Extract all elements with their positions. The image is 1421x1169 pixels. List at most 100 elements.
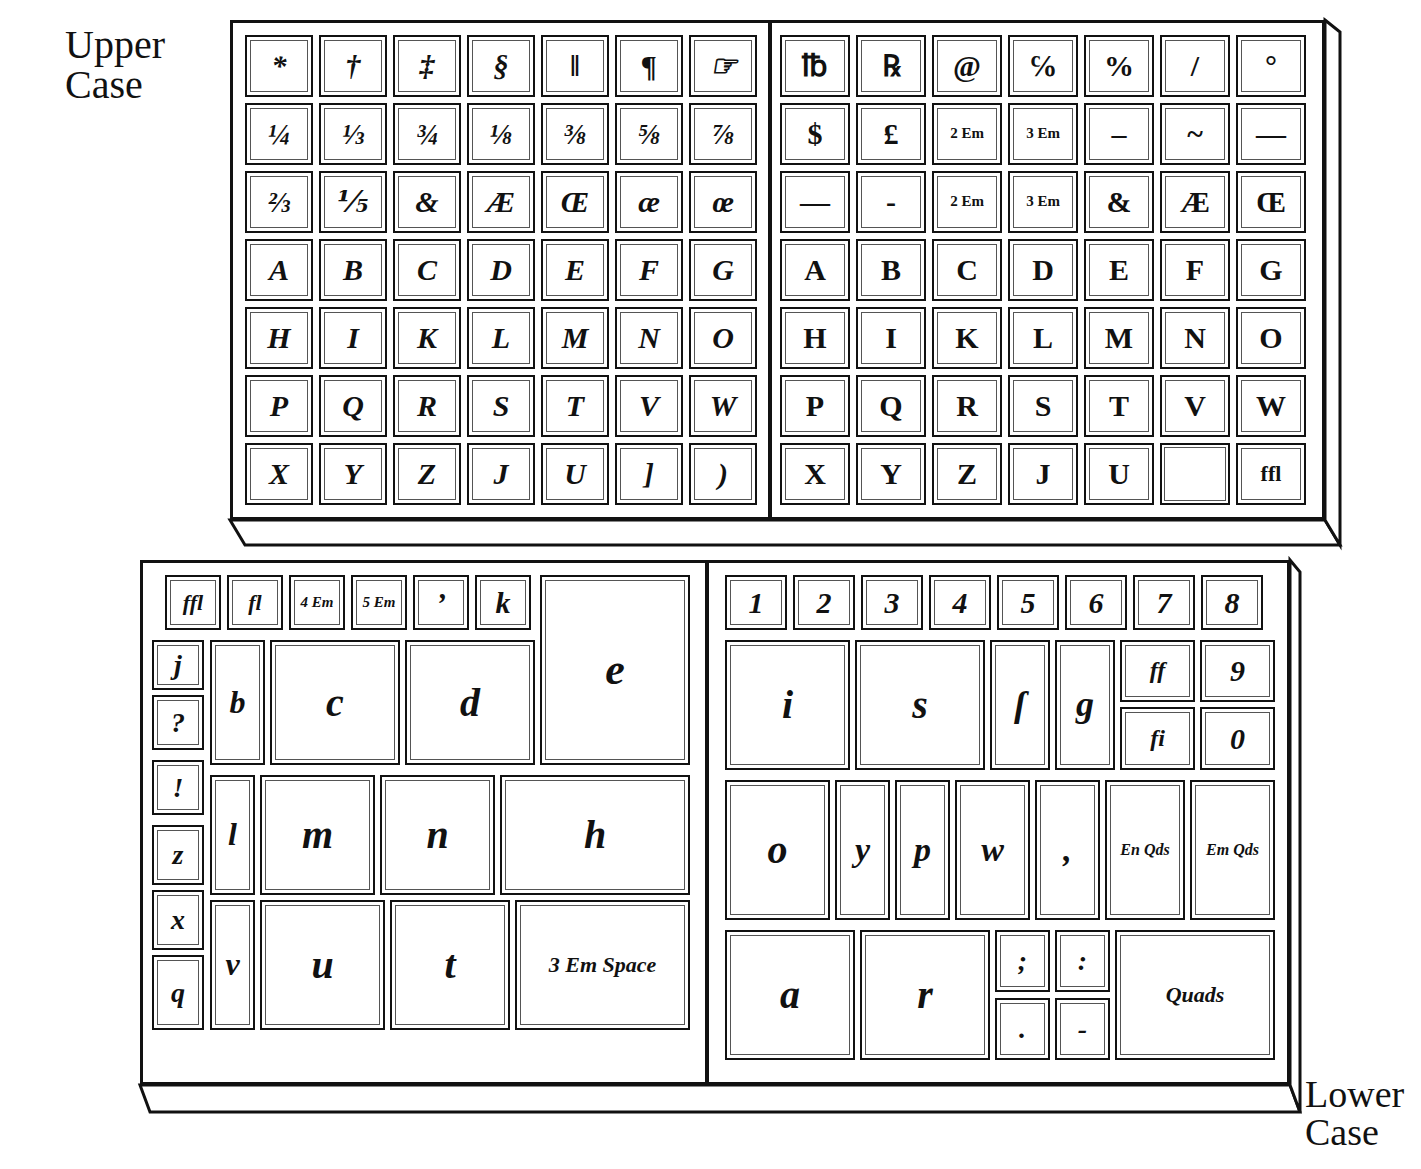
type-compartment: 5 Em	[351, 575, 407, 630]
type-compartment: U	[541, 443, 609, 505]
type-compartment: ffl	[1236, 443, 1306, 505]
compartment-label: P	[806, 390, 824, 422]
type-compartment: £	[856, 103, 926, 165]
type-compartment: Quads	[1115, 930, 1275, 1060]
type-compartment: C	[393, 239, 461, 301]
compartment-label: æ	[638, 186, 660, 218]
compartment-label: †	[346, 50, 361, 82]
compartment-label: -	[886, 186, 896, 218]
type-compartment: ?	[152, 695, 204, 750]
type-compartment: ;	[995, 930, 1050, 992]
compartment-label: o	[768, 829, 788, 871]
type-compartment: —	[780, 171, 850, 233]
type-compartment: Q	[319, 375, 387, 437]
compartment-label: e	[605, 647, 625, 693]
compartment-label: k	[496, 587, 511, 619]
type-compartment: Q	[856, 375, 926, 437]
compartment-label: 2	[817, 587, 832, 619]
compartment-label: ffl	[1261, 462, 1282, 485]
compartment-label: p	[914, 832, 931, 868]
type-compartment: œ	[689, 171, 757, 233]
compartment-label: ⅕	[337, 186, 368, 218]
compartment-label: 4 Em	[301, 595, 334, 611]
compartment-label: &	[415, 186, 438, 218]
type-compartment: Æ	[1160, 171, 1230, 233]
type-compartment: †	[319, 35, 387, 97]
compartment-label: y	[855, 832, 870, 868]
compartment-label: M	[562, 322, 589, 354]
type-compartment: g	[1055, 640, 1115, 770]
compartment-label: z	[173, 840, 184, 869]
compartment-label: 3	[885, 587, 900, 619]
type-compartment: O	[1236, 307, 1306, 369]
type-compartment: H	[245, 307, 313, 369]
compartment-label: S	[493, 390, 510, 422]
type-compartment: ſ	[990, 640, 1050, 770]
type-compartment: U	[1084, 443, 1154, 505]
compartment-label: Q	[342, 390, 364, 422]
compartment-label: A	[269, 254, 289, 286]
type-compartment: Œ	[541, 171, 609, 233]
compartment-label: ¶	[642, 50, 657, 82]
compartment-label: ffl	[183, 591, 203, 614]
type-compartment: T	[1084, 375, 1154, 437]
compartment-label: .	[1019, 1014, 1026, 1043]
type-compartment: ⅔	[245, 171, 313, 233]
type-compartment: ⅞	[689, 103, 757, 165]
compartment-label: J	[494, 458, 509, 490]
type-compartment: 7	[1133, 575, 1195, 630]
type-compartment: P	[780, 375, 850, 437]
type-compartment: !	[152, 760, 204, 815]
compartment-label: S	[1035, 390, 1052, 422]
type-compartment: 2	[793, 575, 855, 630]
type-compartment: N	[615, 307, 683, 369]
type-compartment: ⅜	[541, 103, 609, 165]
compartment-label: v	[225, 948, 239, 982]
type-compartment: q	[152, 955, 204, 1030]
type-compartment: W	[689, 375, 757, 437]
compartment-label: C	[956, 254, 978, 286]
type-compartment: 3 Em Space	[515, 900, 690, 1030]
compartment-label: ⅛	[490, 118, 513, 150]
type-compartment: ~	[1160, 103, 1230, 165]
type-compartment: m	[260, 775, 375, 895]
type-compartment: °	[1236, 35, 1306, 97]
type-compartment: u	[260, 900, 385, 1030]
compartment-label: /	[1191, 50, 1199, 82]
type-compartment: z	[152, 825, 204, 885]
type-compartment: 4	[929, 575, 991, 630]
type-compartment: D	[467, 239, 535, 301]
type-compartment: :	[1055, 930, 1110, 992]
type-compartment: o	[725, 780, 830, 920]
compartment-label: L	[1033, 322, 1053, 354]
compartment-label: R	[956, 390, 978, 422]
type-compartment: V	[1160, 375, 1230, 437]
compartment-label: 3 Em	[1026, 126, 1060, 142]
compartment-label: G	[712, 254, 734, 286]
compartment-label: 1	[749, 587, 764, 619]
type-compartment: 9	[1200, 640, 1275, 702]
compartment-label: ſ	[1014, 686, 1026, 724]
type-compartment: h	[500, 775, 690, 895]
compartment-label: 4	[953, 587, 968, 619]
type-compartment: a	[725, 930, 855, 1060]
compartment-label: X	[269, 458, 289, 490]
compartment-label: V	[639, 390, 659, 422]
type-compartment: J	[467, 443, 535, 505]
compartment-label: t	[444, 944, 455, 986]
type-compartment: I	[856, 307, 926, 369]
type-compartment: 2 Em	[932, 171, 1002, 233]
type-compartment: Œ	[1236, 171, 1306, 233]
compartment-label: fi	[1150, 726, 1165, 751]
type-compartment: B	[856, 239, 926, 301]
compartment-label: 7	[1157, 587, 1172, 619]
compartment-label: A	[804, 254, 826, 286]
compartment-label: Y	[344, 458, 362, 490]
type-compartment: ’	[413, 575, 469, 630]
type-compartment: 3 Em	[1008, 171, 1078, 233]
type-compartment: F	[615, 239, 683, 301]
compartment-label: V	[1184, 390, 1206, 422]
compartment-label: I	[885, 322, 897, 354]
compartment-label: ℔	[802, 50, 828, 82]
